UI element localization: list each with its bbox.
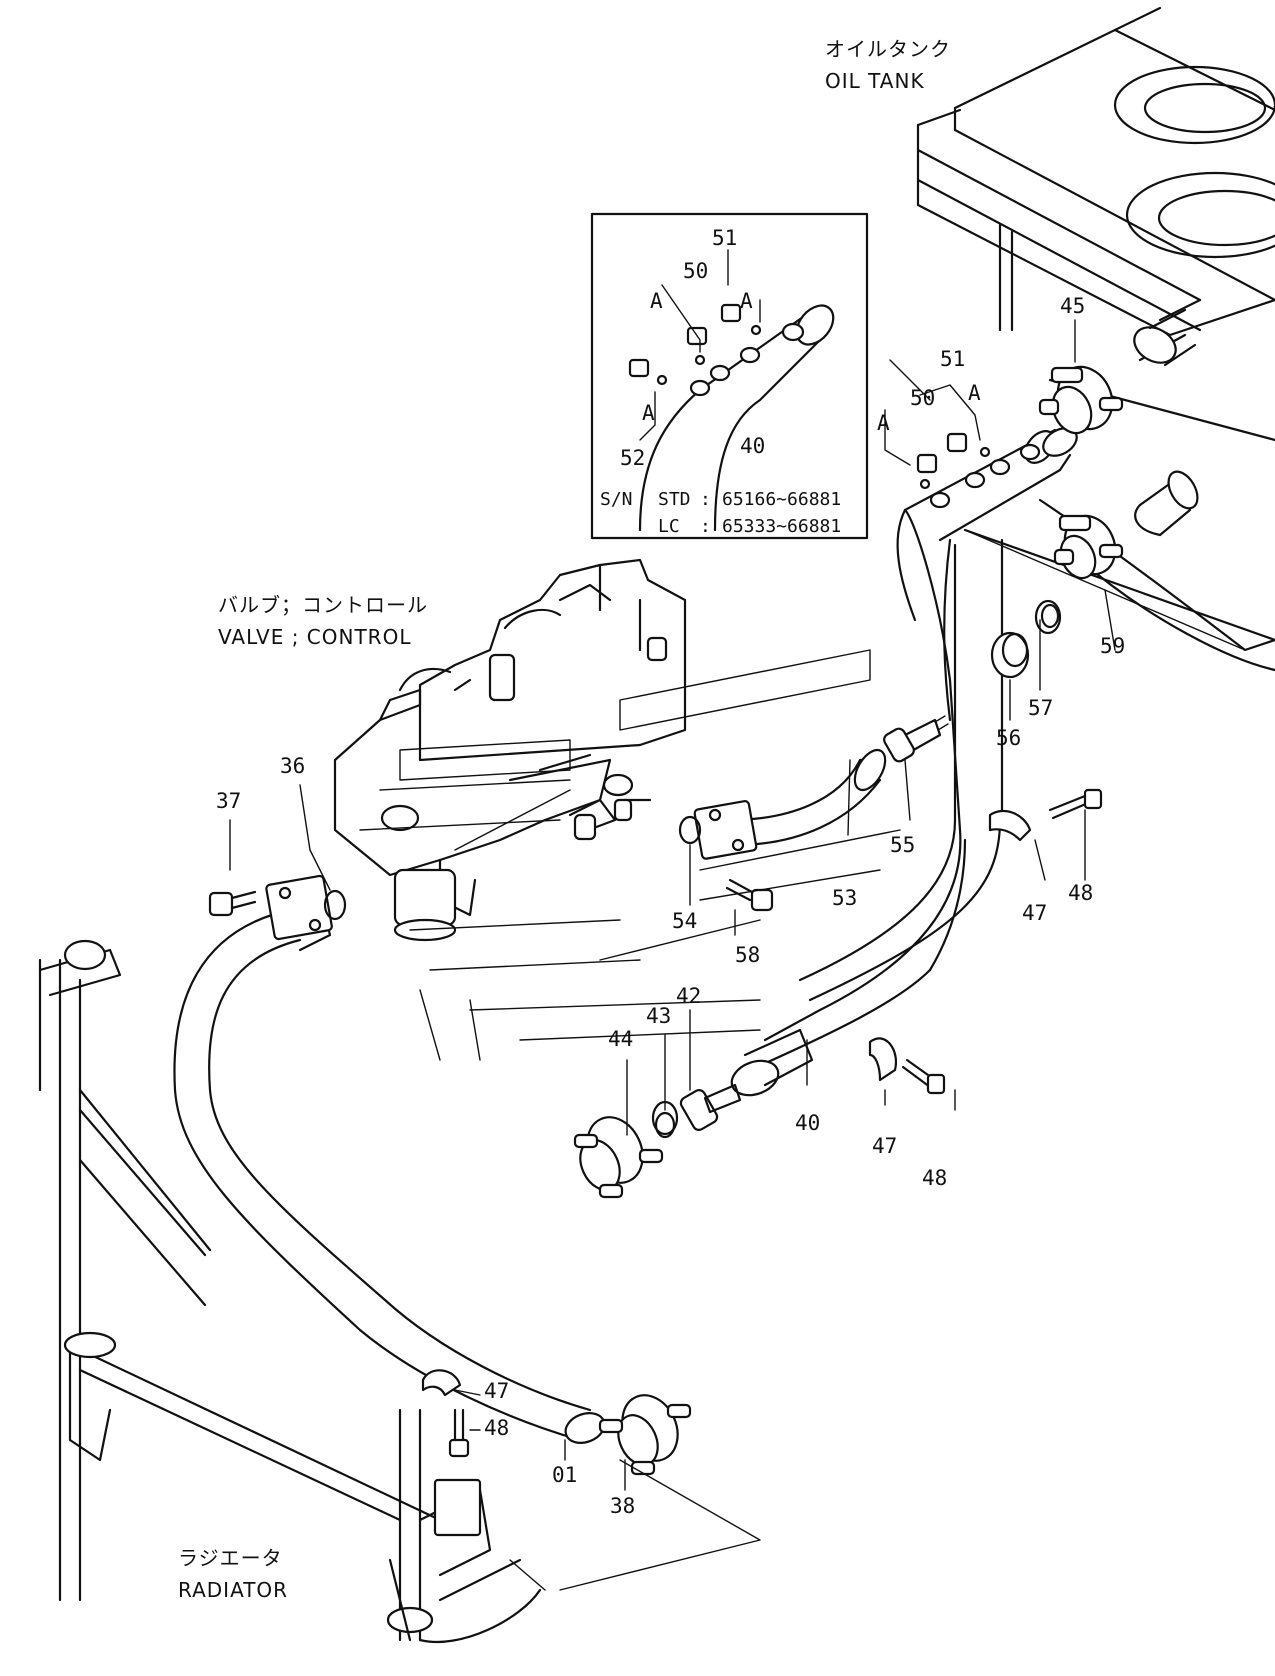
part-label-59: 59 — [1100, 634, 1125, 658]
pipe-53-drawing — [693, 748, 887, 860]
valve-caption-en: VALVE ; CONTROL — [218, 625, 411, 649]
inset-sn-label: S/N — [600, 489, 633, 510]
part-label-47: 47 — [872, 1134, 897, 1158]
radiator-caption-jp: ラジエータ — [178, 1546, 283, 1570]
part-label-48: 48 — [922, 1166, 947, 1190]
pipe-40-drawing — [730, 427, 1078, 1097]
inset-colon-std: : — [700, 489, 711, 510]
part-label-51: 51 — [940, 347, 965, 371]
inset-lc-label: LC — [658, 516, 680, 537]
part-label-54: 54 — [672, 909, 697, 933]
part-label-40: 40 — [795, 1111, 820, 1135]
inset-std-range: 65166~66881 — [722, 489, 841, 510]
part-label-52: 52 — [620, 446, 645, 470]
bolt-48-drawings — [448, 788, 1103, 1458]
part-label-44: 44 — [608, 1027, 633, 1051]
leader-lines — [229, 319, 1116, 1491]
clamp-59-drawing — [1053, 470, 1199, 580]
part-label-47: 47 — [1022, 901, 1047, 925]
part-label-48: 48 — [484, 1416, 509, 1440]
clamp-44-drawing — [573, 1100, 679, 1199]
part-label-50: 50 — [910, 386, 935, 410]
part-label-47: 47 — [484, 1379, 509, 1403]
part-label-38: 38 — [610, 1494, 635, 1518]
radiator-drawing — [38, 939, 546, 1644]
part-label-01: 01 — [552, 1463, 577, 1487]
part-label-48: 48 — [1068, 881, 1093, 905]
part-label-45: 45 — [1060, 294, 1085, 318]
section-mark-a: A — [968, 381, 981, 405]
oil-tank-caption-en: OIL TANK — [825, 69, 925, 93]
part-label-55: 55 — [890, 833, 915, 857]
oil-tank-drawing — [916, 6, 1275, 672]
section-mark-a: A — [740, 289, 753, 313]
orings-drawings — [323, 815, 702, 1139]
part-label-43: 43 — [646, 1004, 671, 1028]
clamp-45-drawing — [1038, 365, 1124, 435]
part-label-56: 56 — [996, 726, 1021, 750]
oil-tank-caption-jp: オイルタンク — [825, 37, 951, 61]
control-valve-drawing — [333, 558, 687, 942]
part-label-50: 50 — [683, 259, 708, 283]
valve-caption-jp: バルブ；コントロール — [218, 593, 428, 617]
part-label-40: 40 — [740, 434, 765, 458]
inset-std-label: STD — [658, 489, 691, 510]
clip-47-drawings — [421, 809, 1032, 1397]
inset-box — [590, 212, 869, 540]
part-label-37: 37 — [216, 789, 241, 813]
sensor-42-drawing — [679, 1083, 742, 1131]
part-label-42: 42 — [676, 984, 701, 1008]
part-label-57: 57 — [1028, 696, 1053, 720]
seal-56-57-drawing — [990, 599, 1062, 679]
part-label-36: 36 — [280, 754, 305, 778]
section-mark-a: A — [642, 401, 655, 425]
plugs-50-51-main — [884, 359, 991, 490]
pipe-01-drawing — [173, 874, 606, 1444]
bolt-37-58-drawings — [208, 878, 774, 917]
part-label-58: 58 — [735, 943, 760, 967]
radiator-caption-en: RADIATOR — [178, 1578, 288, 1602]
section-mark-a: A — [877, 411, 890, 435]
part-label-51: 51 — [712, 226, 737, 250]
part-label-53: 53 — [832, 886, 857, 910]
clamp-38-drawing — [559, 1394, 761, 1591]
background-pattern — [359, 649, 901, 1061]
sensor-55-drawing — [883, 715, 949, 763]
inset-colon-lc: : — [700, 516, 711, 537]
inset-lc-range: 65333~66881 — [722, 516, 841, 537]
section-mark-a: A — [650, 289, 663, 313]
